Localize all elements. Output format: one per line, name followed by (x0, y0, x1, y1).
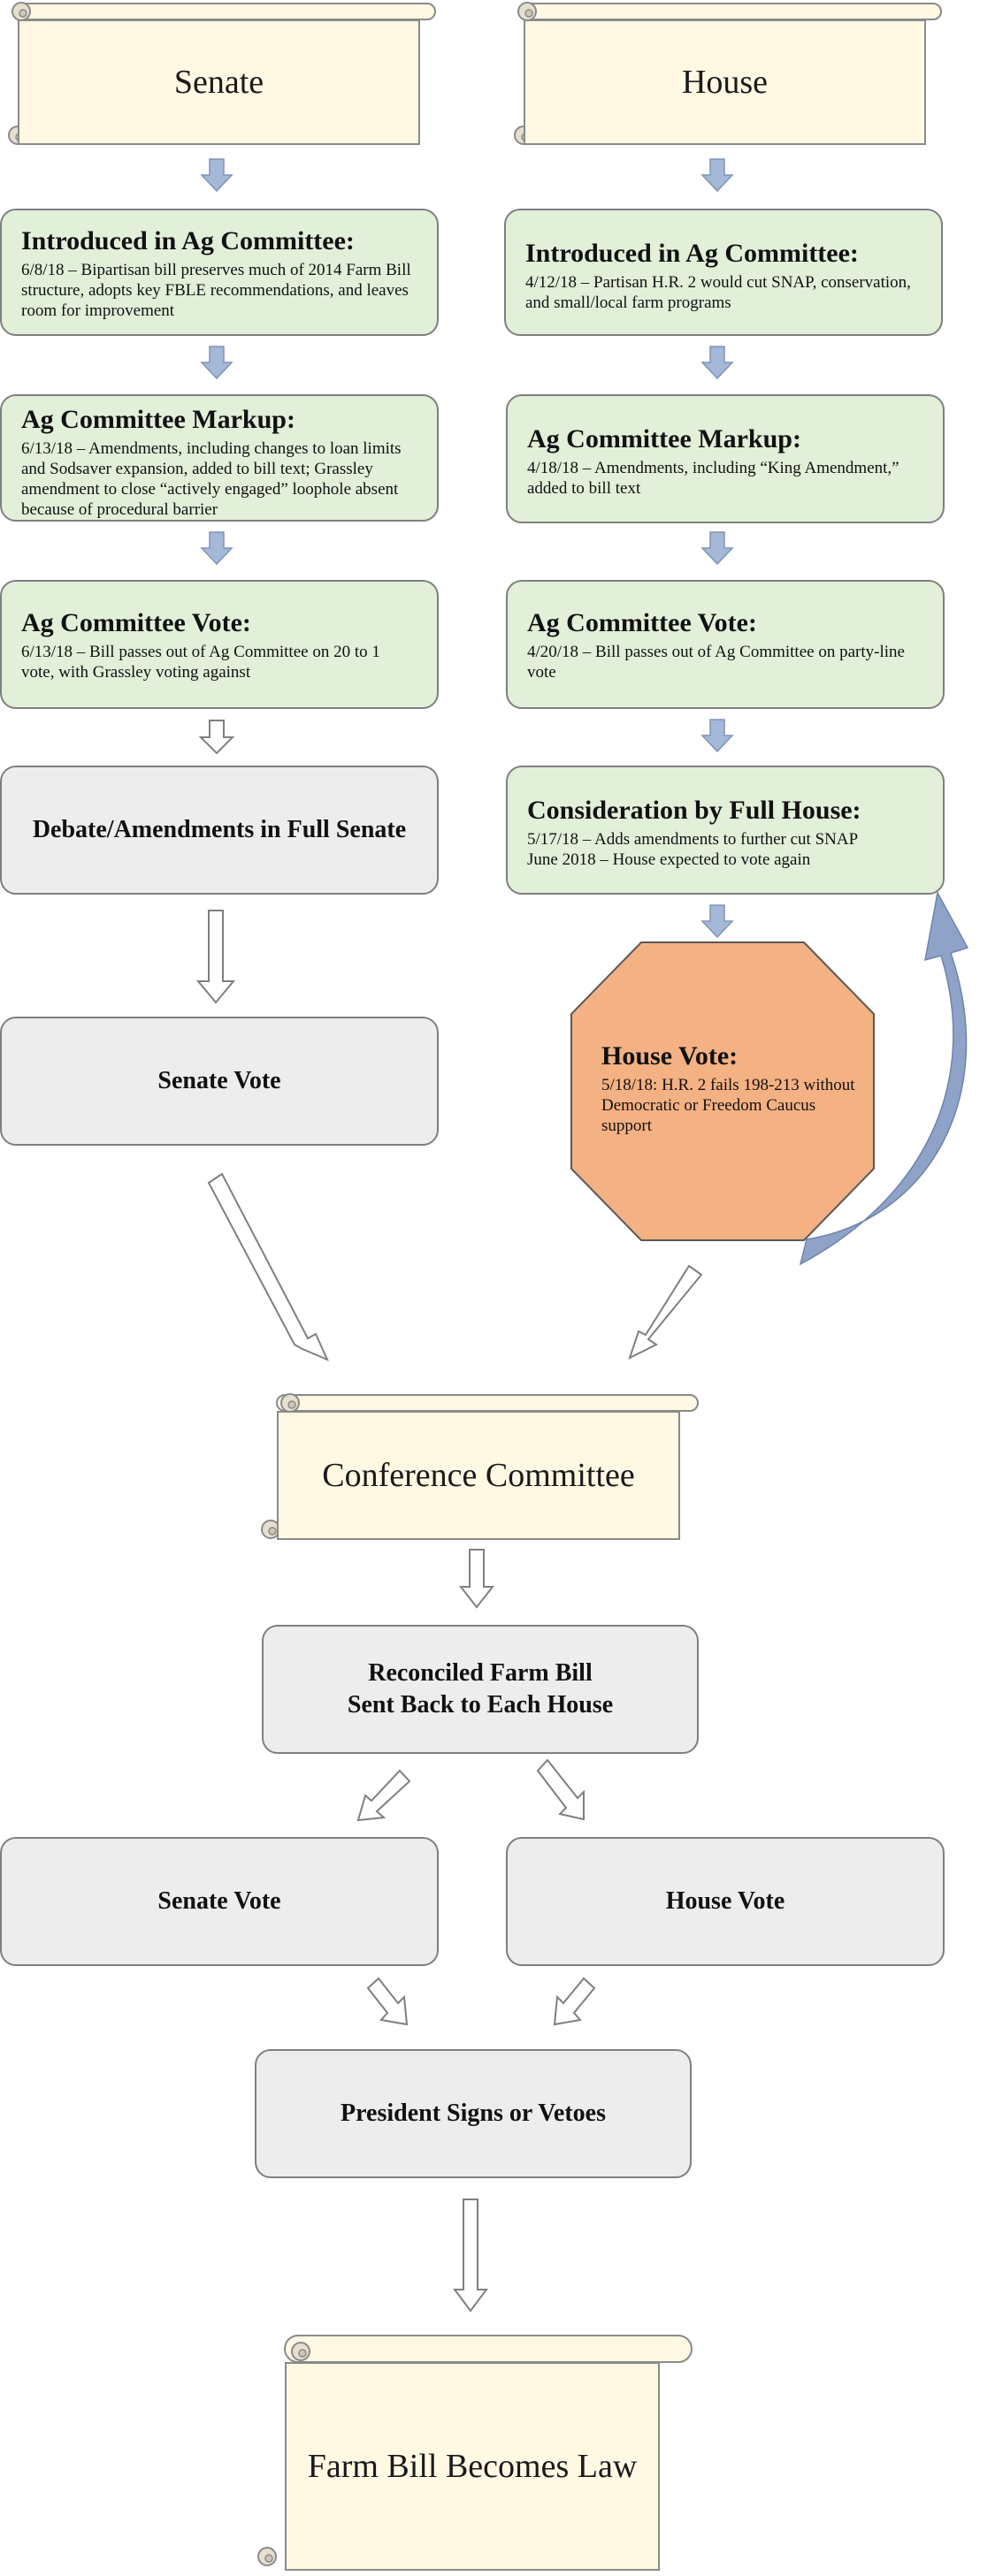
curved-return-arrow-icon (799, 890, 969, 1266)
reconciled-line-2: Sent Back to Each House (347, 1691, 614, 1719)
senate-vote-title: Ag Committee Vote: (21, 608, 251, 637)
final-senate-vote-label: Senate Vote (157, 1887, 281, 1915)
senate-debate-label: Debate/Amendments in Full Senate (32, 816, 407, 843)
senate-scroll: Senate (18, 19, 420, 145)
president-label: President Signs or Vetoes (341, 2100, 606, 2127)
stop-octagon-shape (570, 941, 875, 1241)
senate-markup-title: Ag Committee Markup: (21, 405, 295, 434)
senate-floor-vote-box: Senate Vote (0, 1017, 439, 1146)
house-floor-vote-text: 5/18/18: H.R. 2 fails 198-213 without De… (601, 1076, 855, 1135)
final-house-vote-box: House Vote (506, 1837, 945, 1966)
final-senate-vote-box: Senate Vote (0, 1837, 439, 1966)
senate-introduced-text: 6/8/18 – Bipartisan bill preserves much … (21, 261, 411, 320)
house-floor-vote-content: House Vote: 5/18/18: H.R. 2 fails 198-21… (601, 1041, 867, 1136)
senate-introduced-title: Introduced in Ag Committee: (21, 226, 355, 255)
house-consideration-text-2: June 2018 – House expected to vote again (527, 850, 811, 869)
law-scroll: Farm Bill Becomes Law (285, 2362, 660, 2571)
house-markup-box: Ag Committee Markup: 4/18/18 – Amendment… (506, 394, 945, 523)
house-consideration-box: Consideration by Full House: 5/17/18 – A… (506, 766, 945, 895)
house-introduced-title: Introduced in Ag Committee: (525, 239, 859, 268)
house-markup-title: Ag Committee Markup: (527, 424, 801, 453)
arrow-down-filled-icon (200, 158, 734, 939)
house-consideration-text-1: 5/17/18 – Adds amendments to further cut… (527, 830, 859, 849)
senate-markup-text: 6/13/18 – Amendments, including changes … (21, 439, 402, 519)
senate-floor-vote-label: Senate Vote (157, 1067, 281, 1094)
president-box: President Signs or Vetoes (255, 2049, 692, 2178)
reconciled-bill-box: Reconciled Farm Bill Sent Back to Each H… (262, 1625, 699, 1754)
conference-title: Conference Committee (322, 1457, 635, 1494)
senate-debate-box: Debate/Amendments in Full Senate (0, 766, 439, 895)
house-vote-title: Ag Committee Vote: (527, 608, 757, 637)
conference-scroll: Conference Committee (277, 1411, 680, 1540)
house-introduced-box: Introduced in Ag Committee: 4/12/18 – Pa… (504, 209, 943, 336)
house-consideration-title: Consideration by Full House: (527, 796, 861, 825)
house-vote-box: Ag Committee Vote: 4/20/18 – Bill passes… (506, 580, 945, 709)
final-house-vote-label: House Vote (665, 1887, 785, 1915)
house-title: House (681, 64, 769, 101)
senate-vote-box: Ag Committee Vote: 6/13/18 – Bill passes… (0, 580, 439, 709)
house-vote-text: 4/20/18 – Bill passes out of Ag Committe… (527, 643, 905, 682)
senate-markup-box: Ag Committee Markup: 6/13/18 – Amendment… (0, 394, 439, 522)
senate-title: Senate (173, 64, 264, 101)
senate-introduced-box: Introduced in Ag Committee: 6/8/18 – Bip… (0, 209, 439, 336)
house-floor-vote-title: House Vote: (601, 1041, 739, 1071)
house-markup-text: 4/18/18 – Amendments, including “King Am… (527, 459, 899, 498)
arrow-down-outline-icon (195, 720, 703, 2313)
house-introduced-text: 4/12/18 – Partisan H.R. 2 would cut SNAP… (525, 273, 911, 312)
senate-vote-text: 6/13/18 – Bill passes out of Ag Committe… (21, 643, 380, 682)
law-title: Farm Bill Becomes Law (307, 2448, 638, 2485)
house-scroll: House (524, 19, 926, 145)
reconciled-line-1: Reconciled Farm Bill (368, 1659, 593, 1687)
